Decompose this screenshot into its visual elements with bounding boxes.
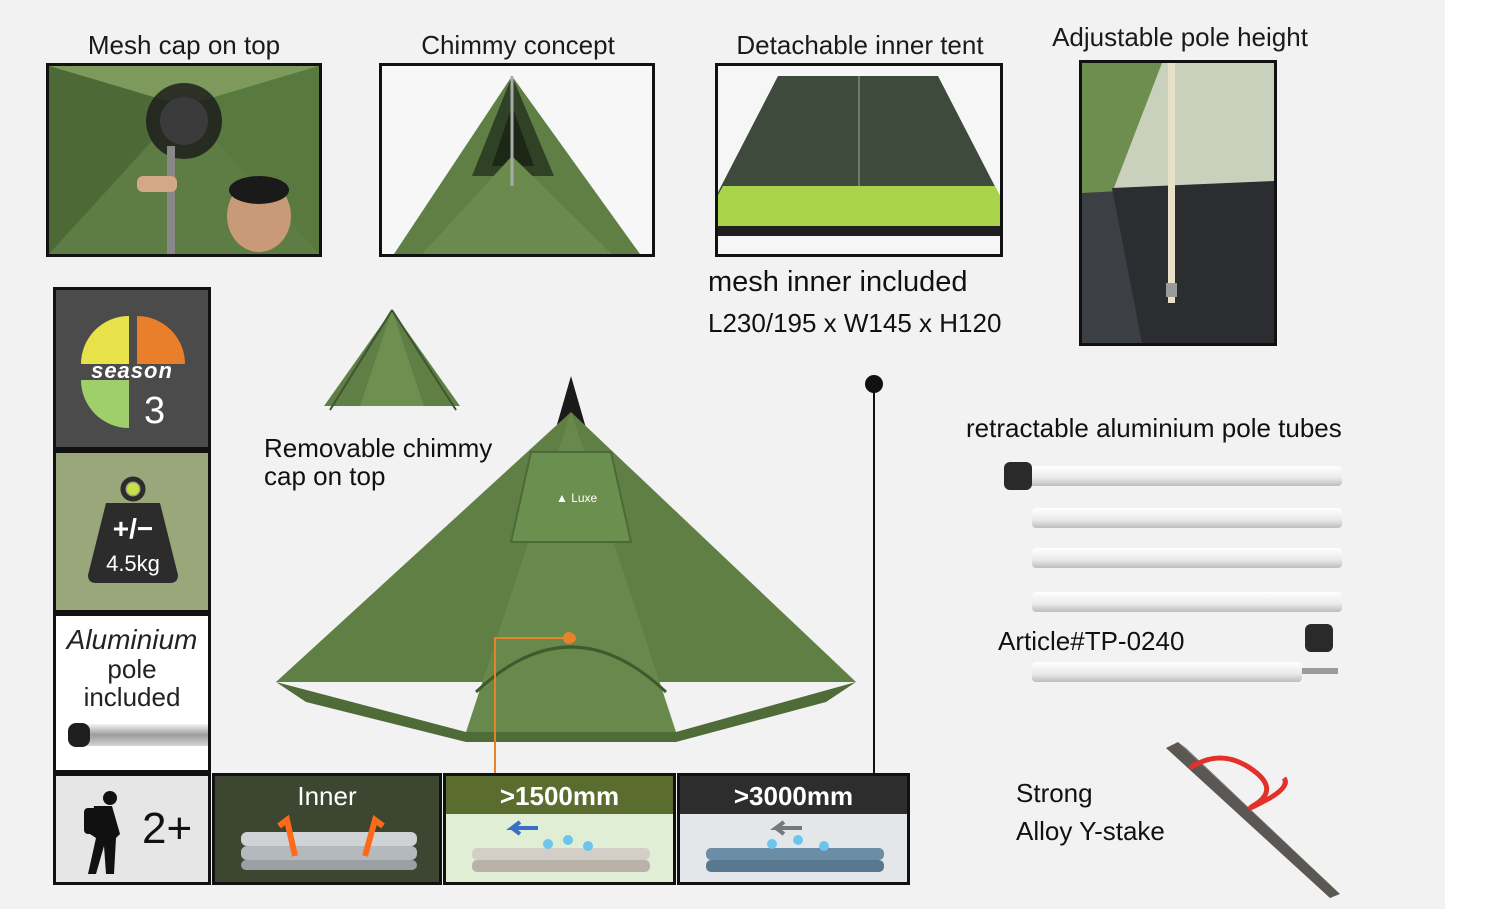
chimney-cap-line-2: cap on top bbox=[264, 461, 386, 491]
weight-value: 4.5kg bbox=[106, 551, 160, 576]
hiker-icon bbox=[84, 791, 120, 874]
season-value: 3 bbox=[144, 390, 166, 432]
caption-pole-height: Adjustable pole height bbox=[1052, 22, 1308, 52]
floor-pointer-line bbox=[494, 632, 575, 780]
chimney-cap-illustration bbox=[324, 309, 460, 411]
pole-line-3: included bbox=[83, 682, 181, 712]
stake-line-2: Alloy Y-stake bbox=[1016, 816, 1165, 846]
caption-inner-tent: Detachable inner tent bbox=[736, 30, 984, 60]
caption-mesh-cap: Mesh cap on top bbox=[87, 30, 281, 60]
weight-icon bbox=[88, 476, 178, 583]
inner-rating-label: Inner bbox=[297, 781, 357, 811]
waterproof-fly-icon bbox=[706, 820, 884, 872]
floor-rating-label: >1500mm bbox=[446, 776, 673, 814]
chimney-cap-line-1: Removable chimmy bbox=[264, 433, 493, 463]
inner-rating-badge: Inner bbox=[212, 773, 442, 885]
season-quadrant-icon bbox=[81, 316, 185, 428]
capacity-badge: 2+ bbox=[53, 773, 211, 885]
pole-tubes-title: retractable aluminium pole tubes bbox=[966, 413, 1342, 443]
fly-pointer-line bbox=[865, 375, 883, 776]
article-number: Article#TP-0240 bbox=[998, 626, 1185, 656]
y-stake-illustration bbox=[1166, 742, 1340, 898]
fly-rating-label: >3000mm bbox=[680, 776, 907, 814]
chimney-photo bbox=[379, 63, 655, 257]
pole-tubes-illustration bbox=[1004, 462, 1342, 682]
pole-line-2: pole bbox=[107, 654, 157, 684]
pole-included-badge: Aluminium pole included bbox=[53, 613, 211, 773]
floor-rating-badge: >1500mm bbox=[443, 773, 676, 885]
season-label: season bbox=[91, 358, 173, 383]
weight-prefix: +/− bbox=[112, 513, 154, 544]
waterproof-floor-icon bbox=[472, 820, 650, 872]
inner-tent-dimensions: L230/195 x W145 x H120 bbox=[708, 308, 1002, 338]
tent-logo-text: ▲ Luxe bbox=[556, 491, 598, 505]
capacity-value: 2+ bbox=[142, 804, 193, 853]
caption-chimney: Chimmy concept bbox=[421, 30, 615, 60]
tent-illustration: ▲ Luxe bbox=[276, 376, 856, 742]
pole-height-photo bbox=[1079, 60, 1277, 346]
breathable-fabric-icon bbox=[241, 814, 417, 870]
mesh-cap-photo bbox=[46, 63, 322, 257]
inner-tent-photo bbox=[715, 63, 1003, 257]
season-badge: season 3 bbox=[53, 287, 211, 450]
pole-line-1: Aluminium bbox=[66, 624, 198, 655]
fly-rating-badge: >3000mm bbox=[677, 773, 910, 885]
inner-tent-title: mesh inner included bbox=[708, 266, 968, 298]
pole-tube-icon bbox=[68, 723, 208, 747]
product-infographic: Mesh cap on top Chimmy concept Detachabl… bbox=[0, 0, 1445, 909]
weight-badge: +/− 4.5kg bbox=[53, 450, 211, 613]
stake-line-1: Strong bbox=[1016, 778, 1093, 808]
